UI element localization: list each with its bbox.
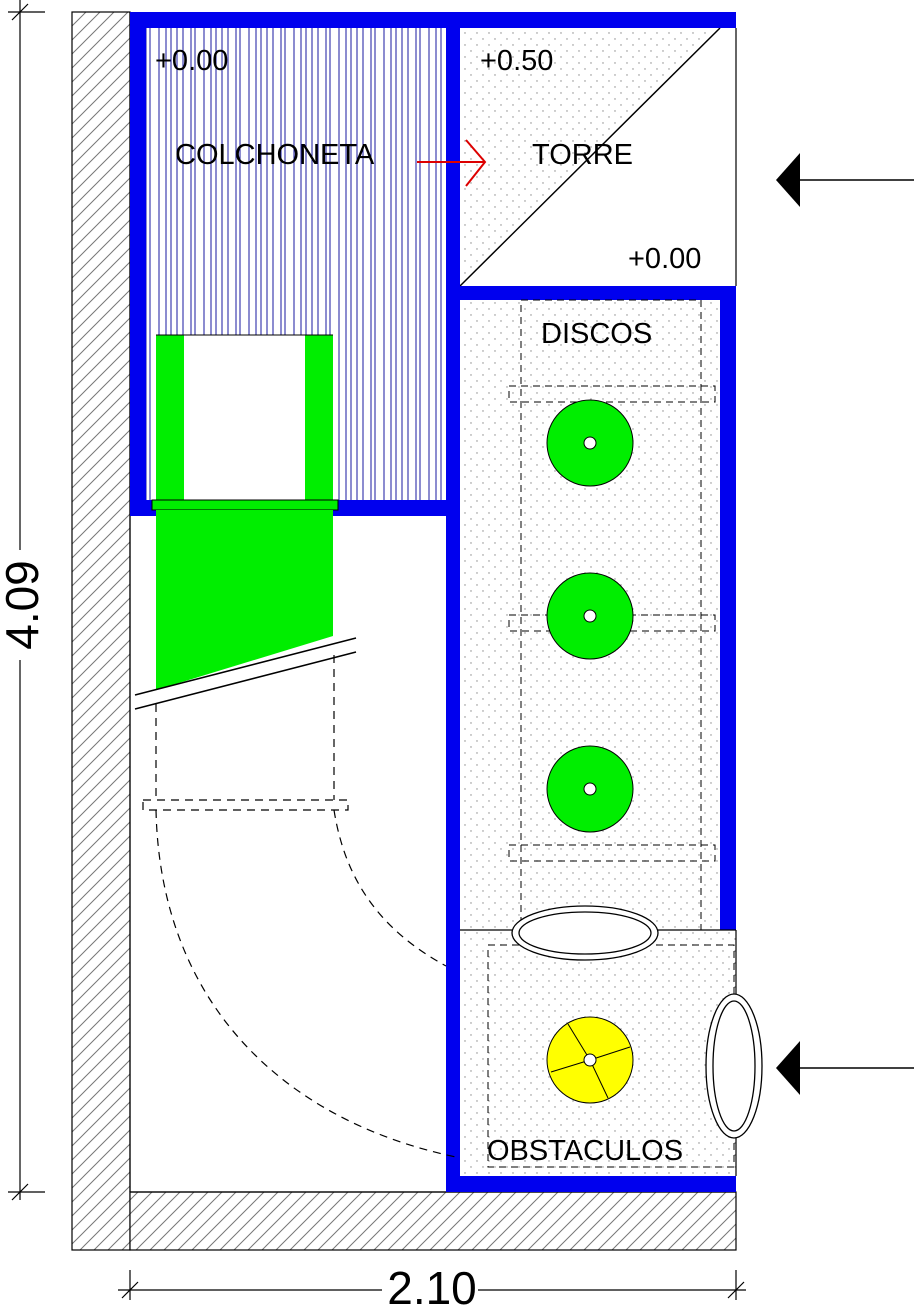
entry-arrow-bottom (776, 1041, 914, 1095)
dimension-height-label: 4.09 (0, 560, 48, 650)
level-torre-bottom: +0.00 (628, 243, 701, 275)
obstacle-disc (546, 1016, 634, 1104)
swing-arc-dashed (142, 655, 457, 1158)
label-torre: TORRE (532, 139, 633, 171)
torre-area (446, 12, 737, 287)
direction-arrow-red (417, 139, 487, 187)
dimension-width-label-wrap: 2.10 (382, 1262, 478, 1308)
disc-1 (546, 399, 634, 487)
green-ramp (134, 334, 357, 710)
dimension-width-label: 2.10 (387, 1262, 477, 1308)
dimension-height-label-wrap: 4.09 (0, 550, 48, 660)
hoop-vertical (705, 993, 763, 1139)
label-discos: DISCOS (541, 318, 652, 350)
entry-arrow-top (776, 153, 914, 207)
central-partition (446, 286, 460, 1192)
exterior-wall (71, 11, 737, 1251)
disc-2 (546, 572, 634, 660)
label-colchoneta: COLCHONETA (175, 139, 375, 171)
disc-3 (546, 745, 634, 833)
hoop-horizontal (511, 905, 659, 961)
level-colchoneta: +0.00 (155, 45, 228, 77)
level-torre-top: +0.50 (480, 45, 553, 77)
label-obstaculos: OBSTACULOS (487, 1135, 683, 1167)
